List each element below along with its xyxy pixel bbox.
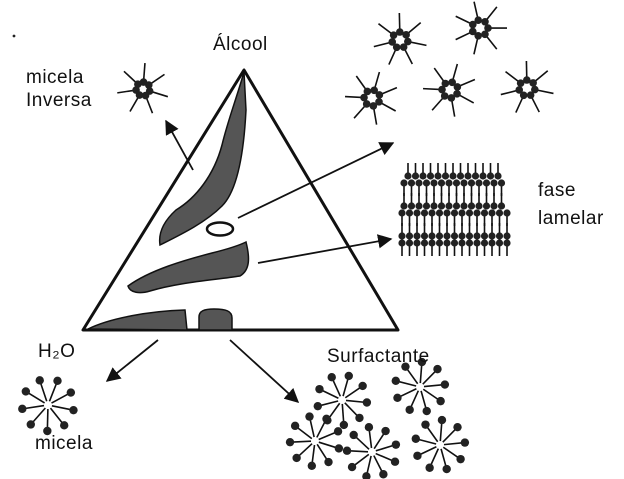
label-micela-inversa-line2: Inversa	[26, 90, 92, 111]
micelle-icon	[286, 412, 343, 470]
label-h2o: H₂O	[38, 341, 75, 362]
scan-speck	[13, 35, 16, 38]
inverse-micelle-icon	[456, 2, 507, 55]
phase-regions	[88, 72, 248, 330]
inverse-micelle-icon	[374, 13, 427, 65]
arrow-to-inverse-micelle	[166, 121, 193, 170]
inverse-micelle-icon	[117, 63, 168, 113]
label-micela: micela	[35, 433, 93, 454]
micelle-icon	[18, 376, 78, 435]
inverse-micelle-icon	[501, 61, 554, 113]
label-fase-lamelar-line1: fase	[538, 180, 576, 201]
arrow-to-lamellar-phase	[258, 239, 391, 263]
inverse-micelle-region	[160, 72, 246, 245]
label-fase-lamelar-line2: lamelar	[538, 208, 604, 229]
label-surfactante: Surfactante	[327, 346, 430, 367]
micelle-icon	[343, 423, 400, 479]
lamellar-region	[128, 242, 248, 293]
liquid-crystal-region	[207, 223, 233, 236]
lamellar-phase-illustration	[398, 163, 510, 256]
inverse-micelle-icon	[423, 64, 475, 117]
inverse-micelle-icon	[345, 72, 397, 125]
label-alcool: Álcool	[213, 34, 268, 55]
arrow-to-micelle-cluster	[230, 340, 298, 402]
molecule-illustrations	[18, 2, 553, 479]
arrow-to-micelle	[107, 340, 158, 381]
surfactant-region	[199, 309, 232, 330]
micelle-icon	[314, 372, 372, 429]
micelle-icon	[412, 416, 469, 473]
arrow-to-inverse-micelle-cluster	[238, 143, 393, 218]
label-micela-inversa-line1: micela	[26, 67, 84, 88]
micelle-region	[88, 310, 187, 330]
